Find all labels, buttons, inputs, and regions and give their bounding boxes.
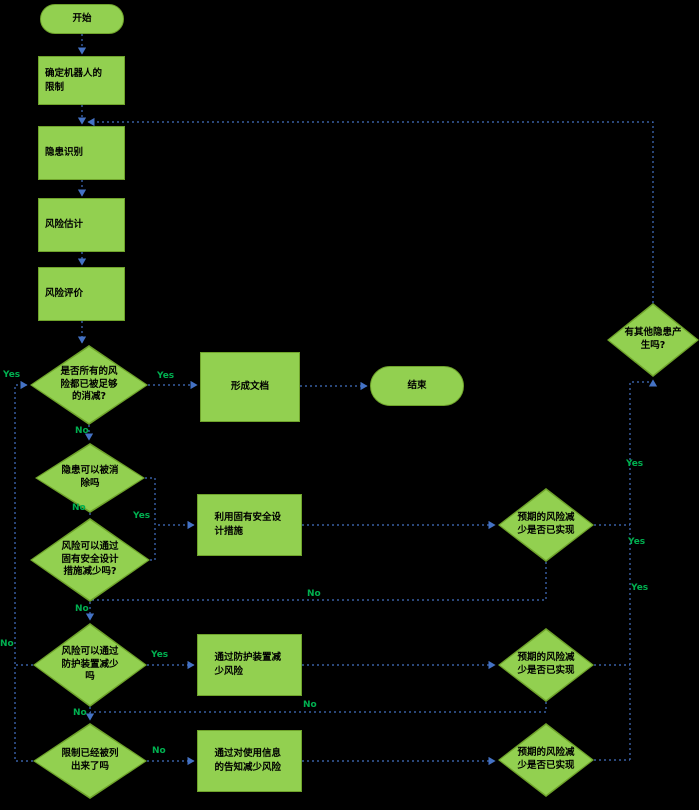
process-label: 风险估计 bbox=[45, 219, 84, 231]
process-documentation: 形成文档 bbox=[200, 352, 300, 422]
decision-label: 有其他隐患产生吗? bbox=[624, 327, 682, 351]
process-label: 风险评价 bbox=[45, 288, 84, 300]
edge-label-achieved1-no: No bbox=[307, 589, 321, 599]
process-safeguarding: 通过防护装置减少风险 bbox=[197, 634, 302, 696]
edge-label-loop-back-yes: Yes bbox=[3, 370, 21, 380]
process-inherent-design-measures: 利用固有安全设计措施 bbox=[197, 494, 302, 556]
decision-label: 限制已经被列出来了吗 bbox=[61, 748, 119, 772]
process-label: 隐患识别 bbox=[45, 147, 84, 159]
edge-label-safeguard-yes: Yes bbox=[151, 650, 169, 660]
process-hazard-identification: 隐患识别 bbox=[38, 126, 125, 180]
edge-label-inherent-yes: Yes bbox=[133, 511, 151, 521]
process-determine-limits: 确定机器人的限制 bbox=[38, 56, 125, 105]
process-label: 确定机器人的限制 bbox=[45, 67, 103, 93]
decision-inherent-design-possible: 风险可以通过固有安全设计措施减少吗? bbox=[30, 518, 150, 602]
decision-label: 是否所有的风险都已被足够的消减? bbox=[60, 365, 118, 403]
edge-label-left-no: No bbox=[0, 639, 14, 649]
edge-label-safeguard-no: No bbox=[73, 708, 87, 718]
node-label: 结束 bbox=[407, 380, 427, 392]
edge-label-limits-q-no: No bbox=[152, 746, 166, 756]
decision-intended-reduction-achieved-2: 预期的风险减少是否已实现 bbox=[498, 628, 594, 702]
decision-label: 风险可以通过防护装置减少吗 bbox=[61, 645, 119, 683]
decision-other-hazards-generated: 有其他隐患产生吗? bbox=[607, 303, 699, 377]
process-risk-evaluation: 风险评价 bbox=[38, 267, 125, 321]
decision-intended-reduction-achieved-1: 预期的风险减少是否已实现 bbox=[498, 488, 594, 562]
node-label: 开始 bbox=[72, 13, 92, 25]
node-start: 开始 bbox=[40, 4, 124, 34]
process-label: 通过防护装置减少风险 bbox=[214, 652, 282, 677]
decision-label: 隐患可以被消除吗 bbox=[61, 465, 119, 489]
process-label: 利用固有安全设计措施 bbox=[214, 512, 282, 537]
edge-label-hazard-elim-no: No bbox=[72, 503, 86, 513]
edge-label-inherent-no: No bbox=[75, 604, 89, 614]
decision-label: 预期的风险减少是否已实现 bbox=[517, 747, 575, 771]
edge-label-right-yes-3: Yes bbox=[631, 583, 649, 593]
decision-hazard-eliminated: 隐患可以被消除吗 bbox=[35, 443, 145, 513]
node-end: 结束 bbox=[370, 366, 464, 406]
decision-safeguarding-possible: 风险可以通过防护装置减少吗 bbox=[33, 623, 147, 707]
decision-label: 预期的风险减少是否已实现 bbox=[517, 512, 575, 536]
decision-limits-defined: 限制已经被列出来了吗 bbox=[33, 723, 147, 799]
decision-label: 预期的风险减少是否已实现 bbox=[517, 652, 575, 676]
edge-label-right-yes-2: Yes bbox=[628, 537, 646, 547]
process-information-for-use: 通过对使用信息的告知减少风险 bbox=[197, 730, 302, 792]
edge-label-achieved2-no: No bbox=[303, 700, 317, 710]
process-risk-estimation: 风险估计 bbox=[38, 198, 125, 252]
edge-label-right-yes-1: Yes bbox=[626, 459, 644, 469]
decision-intended-reduction-achieved-3: 预期的风险减少是否已实现 bbox=[498, 723, 594, 797]
process-label: 通过对使用信息的告知减少风险 bbox=[214, 748, 282, 773]
decision-risk-adequately-reduced: 是否所有的风险都已被足够的消减? bbox=[30, 345, 148, 425]
process-label: 形成文档 bbox=[230, 381, 269, 393]
decision-label: 风险可以通过固有安全设计措施减少吗? bbox=[61, 540, 119, 578]
edge-label-risk-reduced-yes: Yes bbox=[157, 371, 175, 381]
edge-label-risk-reduced-no: No bbox=[75, 426, 89, 436]
